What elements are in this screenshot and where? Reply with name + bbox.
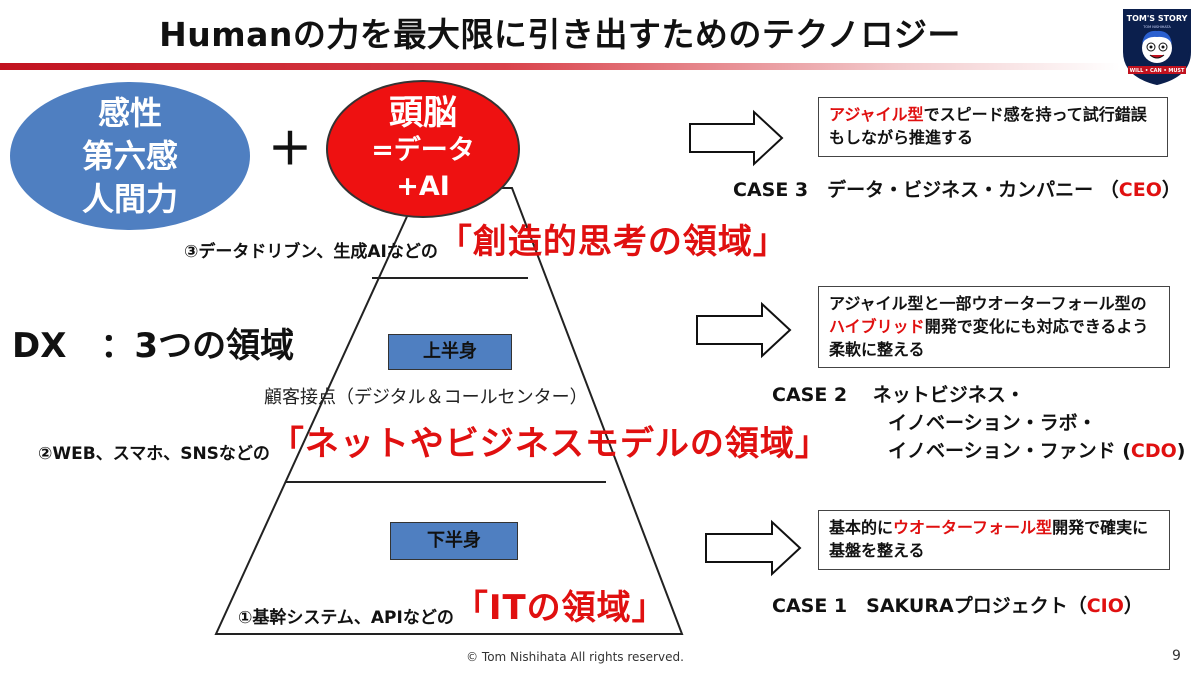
- arrow-right-icon-middle: [696, 301, 792, 359]
- title-underline: [0, 63, 1120, 70]
- case2-label-line1: CASE 2 ネットビジネス・: [772, 384, 1025, 406]
- case3-text: でスピード感を持って試行錯誤もしながら推進する: [829, 105, 1147, 147]
- case1-label-text: CASE 1 SAKURAプロジェクト（: [772, 595, 1087, 617]
- case3-label: CASE 3 データ・ビジネス・カンパニー （CEO）: [733, 178, 1181, 202]
- case3-role: CEO: [1118, 179, 1162, 201]
- case2-role: CDO: [1130, 440, 1177, 462]
- case1-description-box: 基本的にウオーターフォール型開発で確実に基盤を整える: [818, 510, 1170, 570]
- customer-contact-note: 顧客接点（デジタル＆コールセンター）: [264, 387, 588, 408]
- case3-red-text: アジャイル型: [829, 105, 924, 124]
- ellipse-left-line1: 感性: [97, 93, 162, 132]
- upper-body-tag: 上半身: [388, 334, 512, 370]
- logo-title: TOM'S STORY: [1127, 14, 1188, 23]
- tier-middle-prefix: ②WEB、スマホ、SNSなどの: [38, 444, 270, 464]
- case2-label-line3: イノベーション・ファンド (CDO): [888, 439, 1185, 463]
- human-ellipse: 感性 第六感 人間力: [10, 82, 250, 230]
- lower-body-tag: 下半身: [390, 522, 518, 560]
- case3-label-end: ）: [1161, 179, 1181, 201]
- copyright-footer: © Tom Nishihata All rights reserved.: [466, 650, 684, 664]
- ellipse-left-line2: 第六感: [81, 136, 178, 175]
- case2-label-line2: イノベーション・ラボ・: [888, 412, 1097, 434]
- ellipse-right-line2: =データ: [371, 135, 475, 166]
- tier-middle-highlight: 「ネットやビジネスモデルの領域」: [269, 424, 830, 464]
- tier-bottom-label: ①基幹システム、APIなどの「ITの領域」: [238, 588, 667, 628]
- ellipse-right-line3: +AI: [396, 171, 450, 202]
- dx-heading: DX ：3つの領域: [12, 326, 295, 366]
- tier-top-label: ③データドリブン、生成AIなどの「創造的思考の領域」: [184, 222, 788, 262]
- tier-top-prefix: ③データドリブン、生成AIなどの: [184, 242, 438, 262]
- case2-label-end: ): [1176, 440, 1186, 462]
- case1-role: CIO: [1086, 595, 1124, 617]
- logo-subtitle: TOM NISHIHATA: [1142, 25, 1171, 29]
- case1-text: 開発で確実に基盤を整える: [829, 518, 1149, 560]
- case2-description-box: アジャイル型と一部ウオーターフォール型のハイブリッド開発で変化にも対応できるよう…: [818, 286, 1170, 368]
- case1-label-end: ）: [1123, 595, 1143, 617]
- arrow-right-icon-top: [689, 109, 784, 167]
- case2-pre-text: アジャイル型と一部ウオーターフォール型の: [829, 294, 1147, 313]
- arrow-right-icon-bottom: [705, 519, 802, 577]
- page-number: 9: [1172, 648, 1181, 664]
- toms-story-logo: TOM'S STORY TOM NISHIHATA WILL • CAN • M…: [1123, 9, 1191, 86]
- plus-sign: ＋: [268, 124, 312, 175]
- case1-red-text: ウオーターフォール型: [893, 518, 1053, 537]
- brain-ellipse: 頭脳 =データ +AI: [326, 80, 520, 218]
- ellipse-left-line3: 人間力: [81, 179, 178, 218]
- tier-middle-label: ②WEB、スマホ、SNSなどの「ネットやビジネスモデルの領域」: [38, 424, 830, 464]
- case2-text: 開発で変化にも対応できるよう柔軟に整える: [829, 317, 1149, 359]
- page-title: Humanの力を最大限に引き出すためのテクノロジー: [159, 15, 961, 54]
- case3-description-box: アジャイル型でスピード感を持って試行錯誤もしながら推進する: [818, 97, 1168, 157]
- case1-label: CASE 1 SAKURAプロジェクト（CIO）: [772, 594, 1143, 618]
- case2-label-text: イノベーション・ファンド (: [888, 440, 1131, 462]
- tier-bottom-prefix: ①基幹システム、APIなどの: [238, 608, 454, 628]
- logo-ribbon-text: WILL • CAN • MUST: [1130, 68, 1185, 74]
- tier-top-highlight: 「創造的思考の領域」: [437, 222, 788, 262]
- case1-pre-text: 基本的に: [829, 518, 894, 537]
- case3-label-text: CASE 3 データ・ビジネス・カンパニー （: [733, 179, 1119, 201]
- ellipse-right-line1: 頭脳: [389, 93, 457, 133]
- case2-red-text: ハイブリッド: [829, 317, 925, 336]
- tier-bottom-highlight: 「ITの領域」: [453, 588, 667, 628]
